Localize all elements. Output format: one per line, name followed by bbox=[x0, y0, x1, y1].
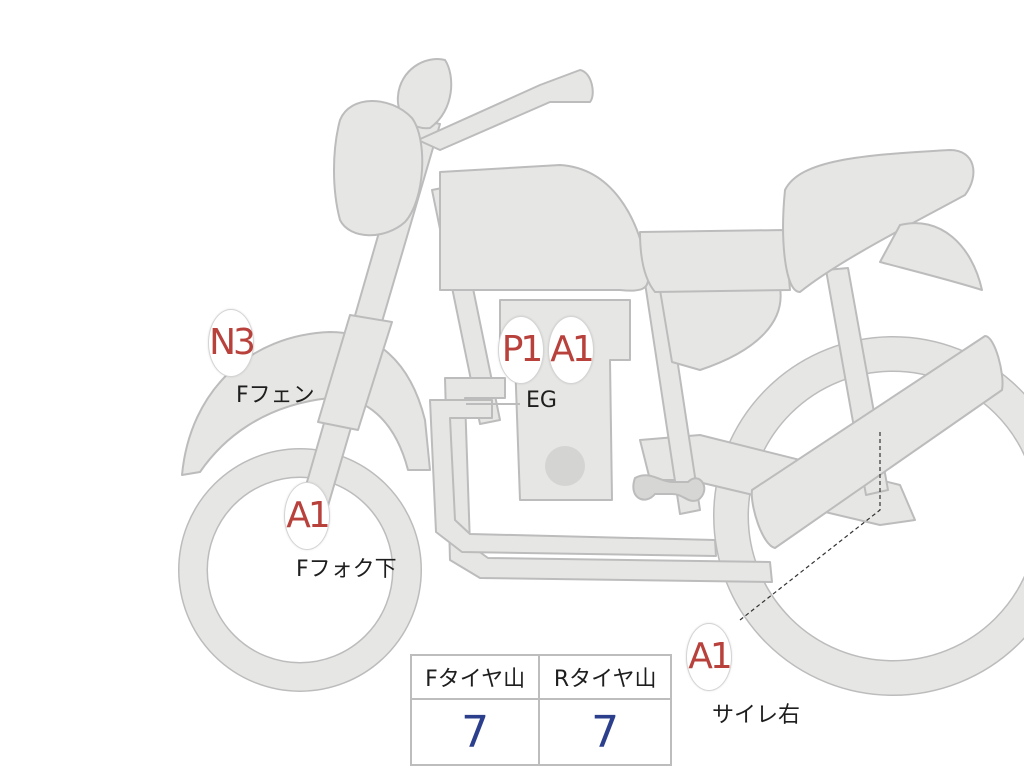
engine-cover bbox=[545, 446, 585, 486]
marker-front-fender: N3 bbox=[208, 309, 256, 377]
label-engine: EG bbox=[526, 388, 557, 413]
marker-front-fork: A1 bbox=[284, 482, 331, 550]
side-cover bbox=[659, 287, 782, 371]
front-wheel bbox=[178, 448, 422, 692]
tail-cowl bbox=[879, 222, 983, 291]
marker-engine-a1: A1 bbox=[548, 316, 595, 384]
front-tread-value: 7 bbox=[409, 698, 541, 766]
seat-front bbox=[639, 229, 791, 293]
fuel-tank bbox=[439, 164, 650, 292]
exhaust-pipe-upper bbox=[429, 399, 717, 557]
headlight bbox=[333, 100, 424, 237]
footpeg bbox=[632, 474, 706, 502]
label-front-fender: Fフェン bbox=[236, 383, 315, 408]
exhaust-pipe-lower bbox=[444, 377, 773, 583]
marker-muffler: A1 bbox=[686, 623, 733, 691]
seat-rear bbox=[782, 149, 975, 293]
label-front-fork: Fフォク下 bbox=[296, 557, 397, 582]
marker-engine-p1: P1 bbox=[498, 316, 544, 384]
handlebar bbox=[417, 69, 594, 151]
tire-tread-table: Fタイヤ山 Rタイヤ山 7 7 bbox=[409, 654, 672, 766]
rear-tread-value: 7 bbox=[538, 698, 672, 766]
front-tread-header: Fタイヤ山 bbox=[409, 654, 541, 700]
rear-wheel bbox=[713, 336, 1024, 696]
muffler bbox=[750, 335, 1004, 549]
fork-slider bbox=[317, 314, 393, 431]
leader-line bbox=[739, 430, 881, 621]
label-muffler: サイレ右 bbox=[712, 703, 801, 728]
rear-tread-header: Rタイヤ山 bbox=[538, 654, 672, 700]
